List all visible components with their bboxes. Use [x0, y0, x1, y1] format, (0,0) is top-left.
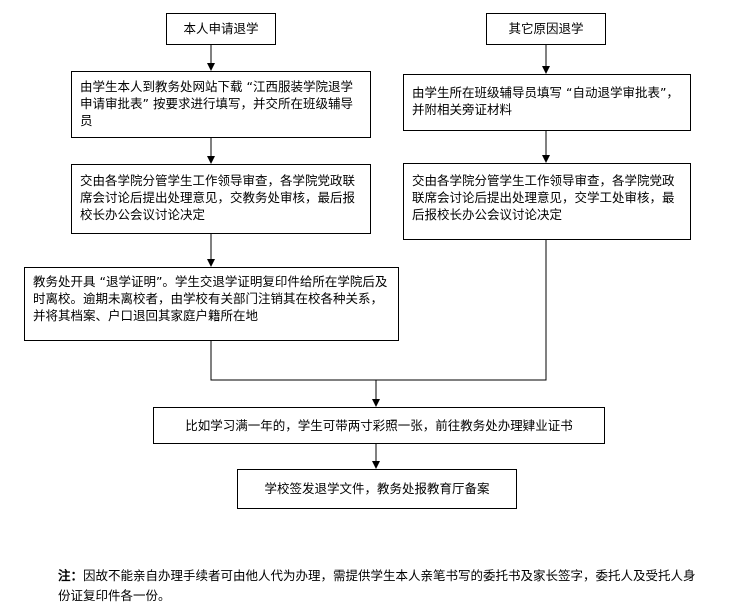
- right-start-box: 其它原因退学: [486, 13, 606, 45]
- left-step3-box: 教务处开具 “退学证明”。学生交退学证明复印件给所在学院后及时离校。逾期未离校者…: [24, 267, 399, 341]
- right-step2-box: 交由各学院分管学生工作领导审查，各学院党政联席会讨论后提出处理意见，交学工处审核…: [403, 163, 691, 240]
- merge-left-line: [210, 340, 376, 381]
- footnote-text: 因故不能亲自办理手续者可由他人代为办理，需提供学生本人亲笔书写的委托书及家长签字…: [58, 568, 696, 603]
- left-step2-text: 交由各学院分管学生工作领导审查，各学院党政联席会讨论后提出处理意见，交教务处审核…: [80, 173, 356, 222]
- left-step3-text: 教务处开具 “退学证明”。学生交退学证明复印件给所在学院后及时离校。逾期未离校者…: [33, 274, 388, 323]
- footnote: 注：因故不能亲自办理手续者可由他人代为办理，需提供学生本人亲笔书写的委托书及家长…: [58, 566, 698, 606]
- left-step2-box: 交由各学院分管学生工作领导审查，各学院党政联席会讨论后提出处理意见，交教务处审核…: [71, 164, 371, 234]
- footnote-label: 注：: [58, 568, 84, 583]
- right-start-label: 其它原因退学: [508, 21, 584, 36]
- merge-step2-text: 学校签发退学文件，教务处报教育厅备案: [264, 481, 490, 496]
- merge-step1-text: 比如学习满一年的，学生可带两寸彩照一张，前往教务处办理肄业证书: [185, 418, 573, 433]
- left-step1-box: 由学生本人到教务处网站下载 “江西服装学院退学申请审批表” 按要求进行填写，并交…: [71, 71, 371, 138]
- left-start-box: 本人申请退学: [166, 13, 276, 45]
- merge-right-line: [376, 239, 547, 381]
- left-start-label: 本人申请退学: [183, 21, 259, 36]
- left-step1-text: 由学生本人到教务处网站下载 “江西服装学院退学申请审批表” 按要求进行填写，并交…: [80, 79, 353, 128]
- right-step1-box: 由学生所在班级辅导员填写 “自动退学审批表”，并附相关旁证材料: [403, 74, 691, 131]
- right-step2-text: 交由各学院分管学生工作领导审查，各学院党政联席会讨论后提出处理意见，交学工处审核…: [412, 173, 675, 222]
- merge-step1-box: 比如学习满一年的，学生可带两寸彩照一张，前往教务处办理肄业证书: [153, 407, 605, 444]
- merge-step2-box: 学校签发退学文件，教务处报教育厅备案: [237, 469, 517, 509]
- right-step1-text: 由学生所在班级辅导员填写 “自动退学审批表”，并附相关旁证材料: [412, 85, 679, 117]
